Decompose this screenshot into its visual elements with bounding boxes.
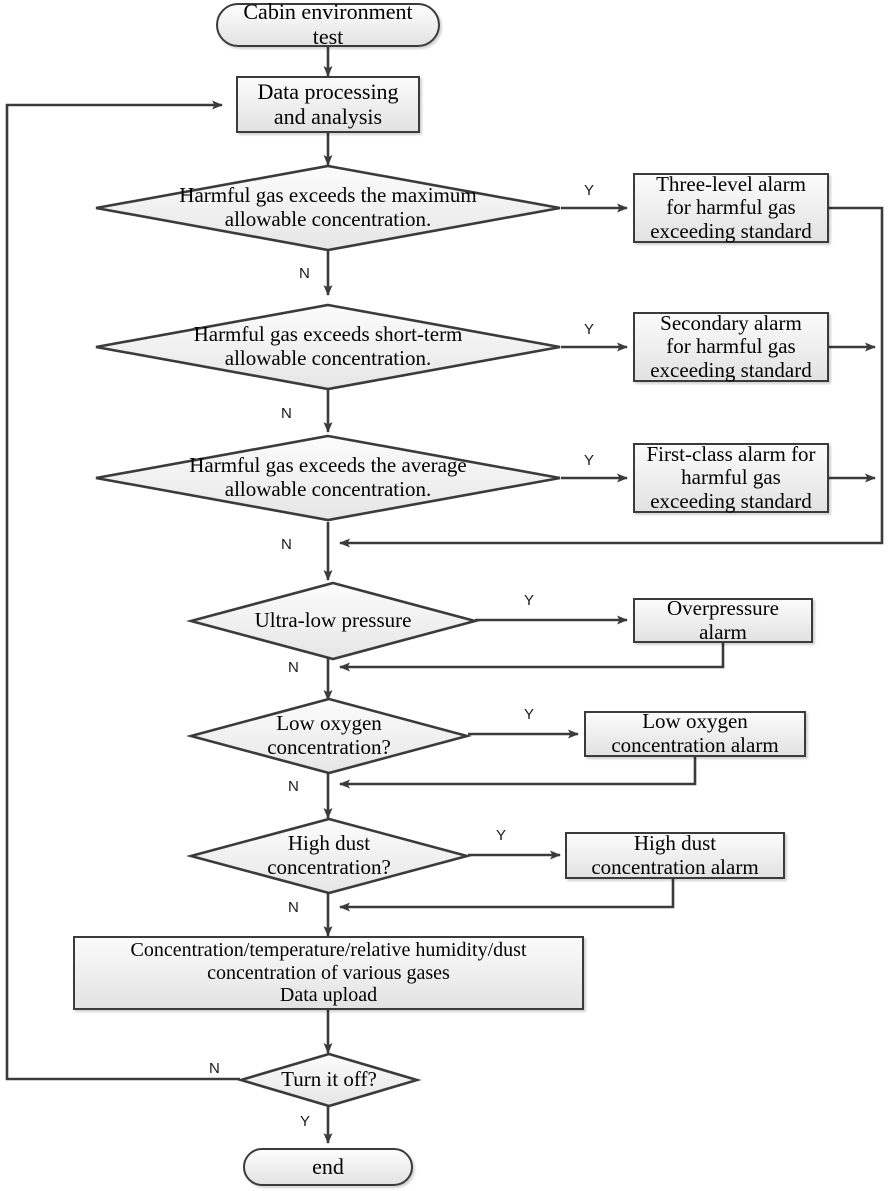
node-alarm-first-class-label: First-class alarm for harmful gas exceed… xyxy=(646,441,816,513)
edge-label-no-pressure: N xyxy=(288,659,299,676)
node-decision-turn-off-label: Turn it off? xyxy=(281,1067,377,1092)
node-decision-short-term-label: Harmful gas exceeds short-term allowable… xyxy=(193,322,463,370)
edge-label-yes-max: Y xyxy=(584,182,595,199)
node-alarm-dust[interactable]: High dust concentration alarm xyxy=(565,830,785,879)
node-data-processing-label: Data processing and analysis xyxy=(257,78,399,129)
edge-label-yes-dust: Y xyxy=(496,827,507,844)
node-alarm-overpressure[interactable]: Overpressure alarm xyxy=(633,595,813,644)
edge-label-no-dust: N xyxy=(288,899,299,916)
node-start[interactable]: Cabin environment test xyxy=(216,0,440,49)
node-data-upload-label: Concentration/temperature/relative humid… xyxy=(130,939,527,1007)
node-decision-turn-off[interactable]: Turn it off? xyxy=(236,1052,422,1108)
node-start-label: Cabin environment test xyxy=(243,0,413,49)
edge-label-yes-oxygen: Y xyxy=(524,706,535,723)
node-decision-dust[interactable]: High dust concentration? xyxy=(185,817,473,895)
node-decision-short-term[interactable]: Harmful gas exceeds short-term allowable… xyxy=(95,303,561,391)
node-alarm-secondary-label: Secondary alarm for harmful gas exceedin… xyxy=(650,310,812,382)
edge-label-yes-average: Y xyxy=(584,452,595,469)
node-data-upload[interactable]: Concentration/temperature/relative humid… xyxy=(73,936,584,1010)
node-decision-pressure[interactable]: Ultra-low pressure xyxy=(185,581,481,661)
node-decision-pressure-label: Ultra-low pressure xyxy=(254,608,412,633)
node-alarm-oxygen-label: Low oxygen concentration alarm xyxy=(611,709,779,757)
edge-label-no-average: N xyxy=(281,536,292,553)
edge-label-no-oxygen: N xyxy=(288,778,299,795)
node-alarm-three-level-label: Three-level alarm for harmful gas exceed… xyxy=(650,171,812,243)
node-alarm-first-class[interactable]: First-class alarm for harmful gas exceed… xyxy=(633,441,829,513)
edge-label-yes-pressure: Y xyxy=(524,592,535,609)
edge-label-yes-short: Y xyxy=(584,321,595,338)
node-decision-dust-label: High dust concentration? xyxy=(267,831,391,879)
edge-label-no-max: N xyxy=(299,265,310,282)
node-decision-average-label: Harmful gas exceeds the average allowabl… xyxy=(189,453,467,501)
node-alarm-dust-label: High dust concentration alarm xyxy=(591,830,759,879)
node-alarm-overpressure-label: Overpressure alarm xyxy=(667,595,779,644)
node-alarm-oxygen[interactable]: Low oxygen concentration alarm xyxy=(584,709,806,757)
edge-label-no-short: N xyxy=(281,405,292,422)
node-end-label: end xyxy=(312,1153,344,1179)
edge-label-no-turn-off: N xyxy=(209,1060,220,1077)
node-alarm-secondary[interactable]: Secondary alarm for harmful gas exceedin… xyxy=(633,310,829,382)
edge-label-yes-turn-off: Y xyxy=(300,1113,311,1130)
node-decision-oxygen[interactable]: Low oxygen concentration? xyxy=(185,697,473,775)
node-end[interactable]: end xyxy=(243,1148,413,1186)
node-alarm-three-level[interactable]: Three-level alarm for harmful gas exceed… xyxy=(633,171,829,243)
node-decision-max-gas[interactable]: Harmful gas exceeds the maximum allowabl… xyxy=(95,164,561,252)
node-data-processing[interactable]: Data processing and analysis xyxy=(236,76,420,133)
node-decision-oxygen-label: Low oxygen concentration? xyxy=(267,711,391,759)
node-decision-max-gas-label: Harmful gas exceeds the maximum allowabl… xyxy=(179,183,477,231)
node-decision-average[interactable]: Harmful gas exceeds the average allowabl… xyxy=(95,434,561,522)
